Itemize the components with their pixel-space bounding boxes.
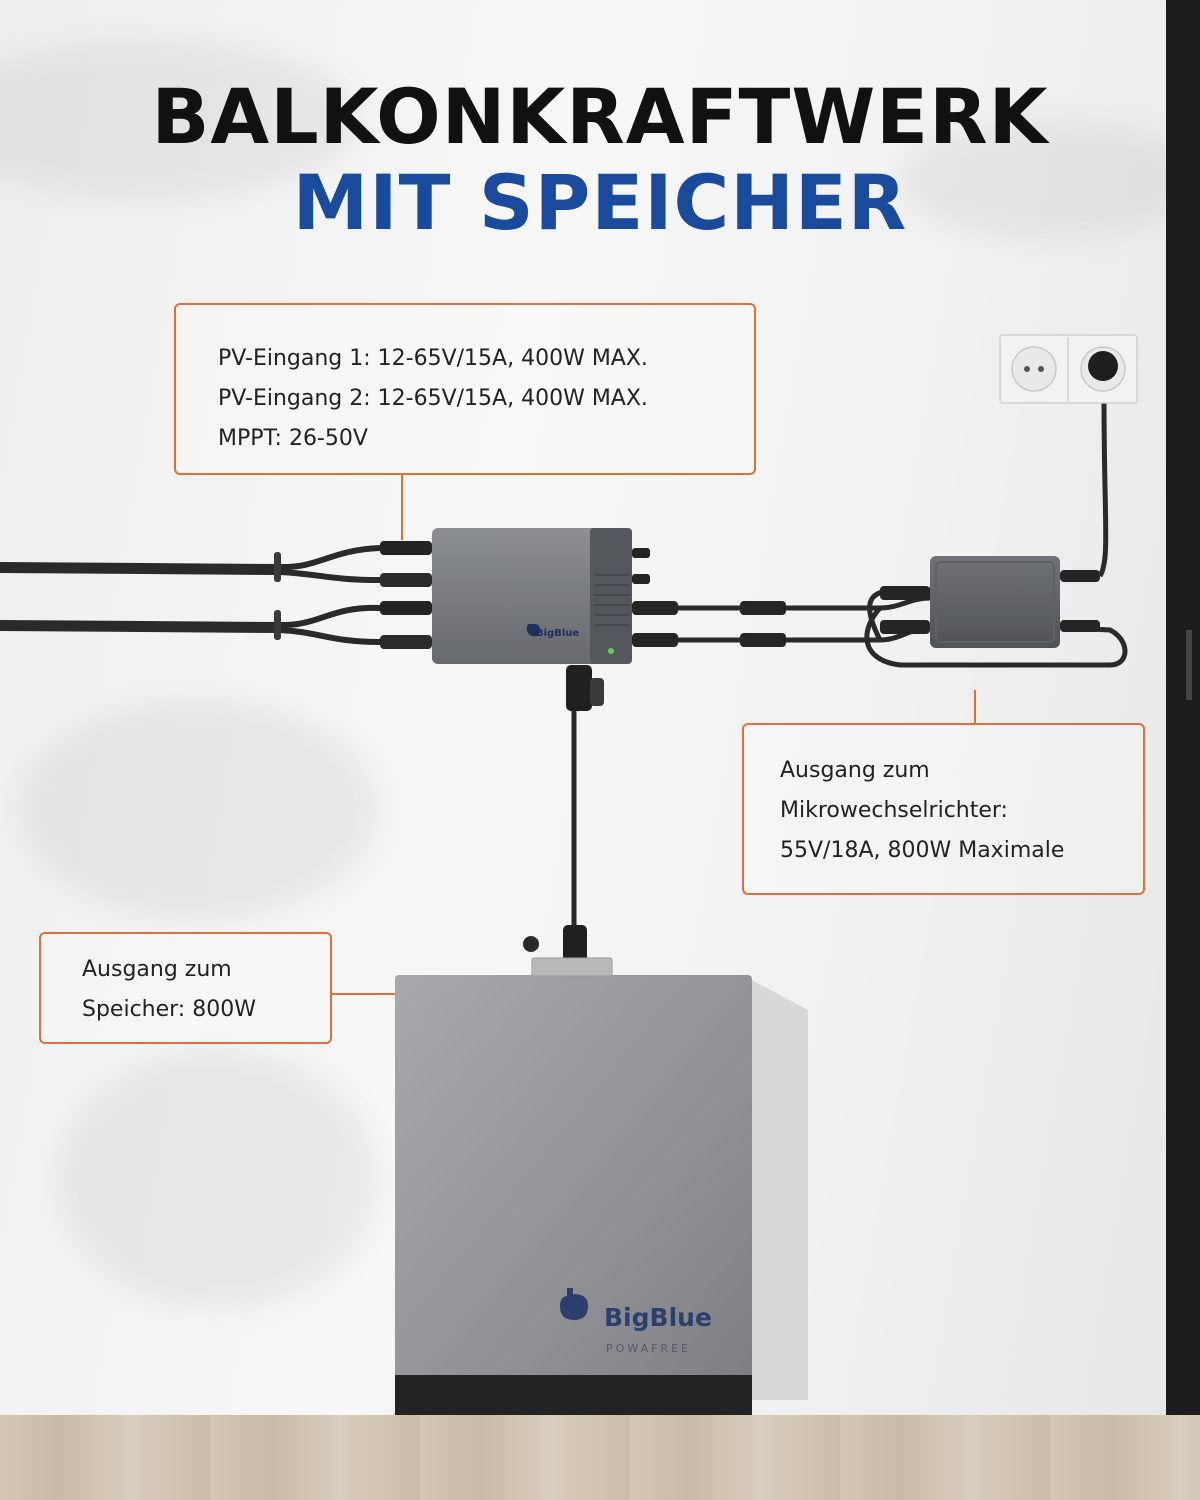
battery-sub-label: POWAFREE — [606, 1342, 691, 1355]
plug-icon — [1080, 346, 1126, 392]
pv-input-cables — [0, 545, 383, 645]
pv-connectors — [380, 541, 432, 649]
bigblue-logo-icon — [560, 1294, 588, 1320]
storage-output-line-1: Ausgang zum — [82, 957, 232, 982]
title-line-2: MIT SPEICHER — [292, 158, 908, 247]
wall-socket-plate — [999, 334, 1138, 404]
wall-shadow — [60, 1050, 380, 1310]
hub-logo-icon — [526, 624, 540, 637]
mppt-line: MPPT: 26-50V — [218, 426, 368, 451]
inverter-output-line-1: Ausgang zum — [780, 758, 930, 783]
inverter-output-line-2: Mikrowechselrichter: — [780, 798, 1008, 823]
battery-cable — [523, 665, 604, 975]
wall-shadow — [20, 700, 380, 920]
battery-brand-label: BigBlue — [604, 1303, 712, 1332]
pv-input-line-2: PV-Eingang 2: 12-65V/15A, 400W MAX. — [218, 386, 648, 411]
hub-output-connectors — [632, 548, 786, 647]
pv-input-line-1: PV-Eingang 1: 12-65V/15A, 400W MAX. — [218, 346, 648, 371]
storage-output-callout: Ausgang zum Speicher: 800W — [39, 932, 332, 1044]
wall-shadow — [900, 120, 1200, 240]
micro-inverter-device — [880, 556, 1100, 648]
storage-output-line-2: Speicher: 800W — [82, 997, 256, 1022]
door-hinge — [1186, 630, 1192, 700]
door-frame — [1166, 0, 1200, 1415]
hub-brand-label: BigBlue — [536, 628, 580, 639]
ac-cable — [1097, 399, 1109, 578]
status-led — [608, 648, 614, 654]
cable-clips — [274, 552, 281, 640]
pv-input-callout: PV-Eingang 1: 12-65V/15A, 400W MAX. PV-E… — [174, 303, 756, 475]
wooden-floor — [0, 1415, 1200, 1500]
title-line-1: BALKONKRAFTWERK — [151, 72, 1049, 161]
pv-hub-device — [432, 528, 632, 664]
inverter-output-line-3: 55V/18A, 800W Maximale — [780, 838, 1065, 863]
power-socket-icon — [1011, 346, 1057, 392]
battery-storage-device — [395, 957, 808, 1415]
inverter-output-callout: Ausgang zum Mikrowechselrichter: 55V/18A… — [742, 723, 1145, 895]
wall-shadow — [0, 40, 360, 200]
